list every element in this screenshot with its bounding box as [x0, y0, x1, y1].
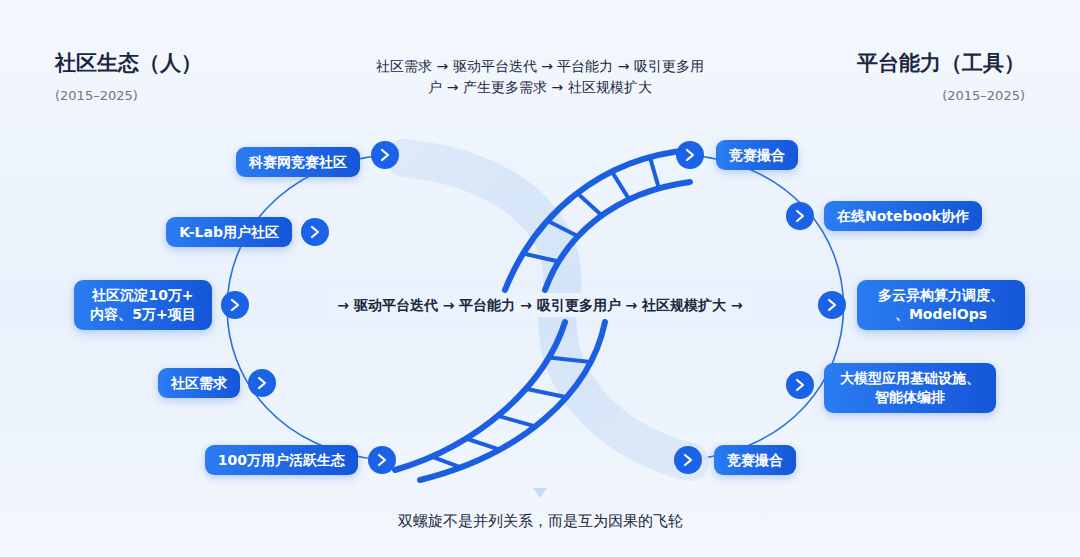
icon-chevron	[259, 378, 265, 388]
strand-rung	[432, 457, 461, 468]
pill-text: 在线Notebook协作	[837, 207, 969, 226]
arrow-icon	[221, 291, 249, 319]
arrow-icon	[248, 369, 276, 397]
pill-text: K-Lab用户社区	[179, 223, 279, 242]
icon-circle	[674, 446, 702, 474]
icon-chevron	[382, 150, 388, 160]
community-pill: 科赛网竞赛社区	[236, 147, 360, 178]
icon-chevron	[685, 455, 691, 465]
strand-edge	[420, 322, 605, 480]
arrow-icon	[371, 141, 399, 169]
strand-rung	[526, 389, 567, 397]
strand-rung	[549, 357, 591, 362]
arrow-icon	[674, 446, 702, 474]
strand-edge	[545, 182, 690, 290]
flow-text: 社区需求 → 驱动平台迭代 → 平台能力 → 吸引更多用户 → 产生更多需求 →…	[375, 56, 705, 98]
icon-chevron	[797, 211, 803, 221]
strand-rung	[523, 254, 559, 262]
flow-text: → 驱动平台迭代 → 平台能力 → 吸引更多用户 → 社区规模扩大 →	[329, 293, 751, 317]
arrow-icon	[818, 291, 846, 319]
icon-circle	[368, 446, 396, 474]
pill-text: 竞赛撮合	[729, 146, 785, 165]
icon-circle	[221, 291, 249, 319]
icon-circle	[676, 141, 704, 169]
side-heading: (2015–2025)	[55, 88, 138, 105]
community-pill: 大模型应用基础设施、智能体编排	[824, 363, 996, 413]
icon-chevron	[232, 300, 238, 310]
community-pill: 社区需求	[158, 368, 240, 399]
strand-edge	[505, 150, 690, 290]
icon-chevron	[829, 300, 835, 310]
pill-text: 科赛网竞赛社区	[249, 153, 347, 172]
strand-rung	[466, 439, 499, 450]
icon-chevron	[312, 227, 318, 237]
community-pill: 在线Notebook协作	[824, 201, 982, 232]
strand-rung	[547, 221, 578, 236]
community-pill: 多云异构算力调度、 、ModelOps	[857, 280, 1025, 330]
strand-rung	[498, 416, 536, 426]
side-heading: 社区生态（人）	[55, 50, 202, 77]
community-pill: 社区沉淀10万+ 内容、5万+项目	[74, 280, 212, 330]
icon-circle	[248, 369, 276, 397]
pill-text: 多云异构算力调度、 、ModelOps	[870, 286, 1012, 324]
community-pill: 100万用户活跃生态	[205, 445, 358, 476]
icon-chevron	[797, 380, 803, 390]
icon-circle	[818, 291, 846, 319]
caption: 双螺旋不是并列关系，而是互为因果的飞轮	[398, 512, 683, 531]
icon-circle	[371, 141, 399, 169]
arrow-icon	[786, 202, 814, 230]
arrow-icon	[301, 218, 329, 246]
pill-text: 社区沉淀10万+ 内容、5万+项目	[87, 286, 199, 324]
strand-rung	[650, 157, 659, 188]
strand-rung	[612, 172, 629, 200]
pill-text: 社区需求	[171, 374, 227, 393]
arrow-icon	[676, 141, 704, 169]
arrow-icons	[221, 141, 846, 474]
community-pill: 竞赛撮合	[716, 140, 798, 171]
arrow-icon	[368, 446, 396, 474]
icon-chevron	[379, 455, 385, 465]
side-heading: 平台能力（工具）	[857, 50, 1025, 77]
down-arrow	[533, 488, 547, 498]
community-pill: 竞赛撮合	[714, 445, 796, 476]
community-pill: K-Lab用户社区	[166, 217, 292, 248]
icon-circle	[786, 202, 814, 230]
side-heading: (2015–2025)	[942, 88, 1025, 105]
arrow-icon	[786, 371, 814, 399]
strand-rung	[577, 193, 602, 215]
pill-text: 竞赛撮合	[727, 451, 783, 470]
icon-chevron	[687, 150, 693, 160]
strand-edge	[395, 322, 565, 470]
pill-text: 大模型应用基础设施、智能体编排	[837, 369, 983, 407]
pill-text: 100万用户活跃生态	[218, 451, 345, 470]
icon-circle	[301, 218, 329, 246]
icon-circle	[786, 371, 814, 399]
